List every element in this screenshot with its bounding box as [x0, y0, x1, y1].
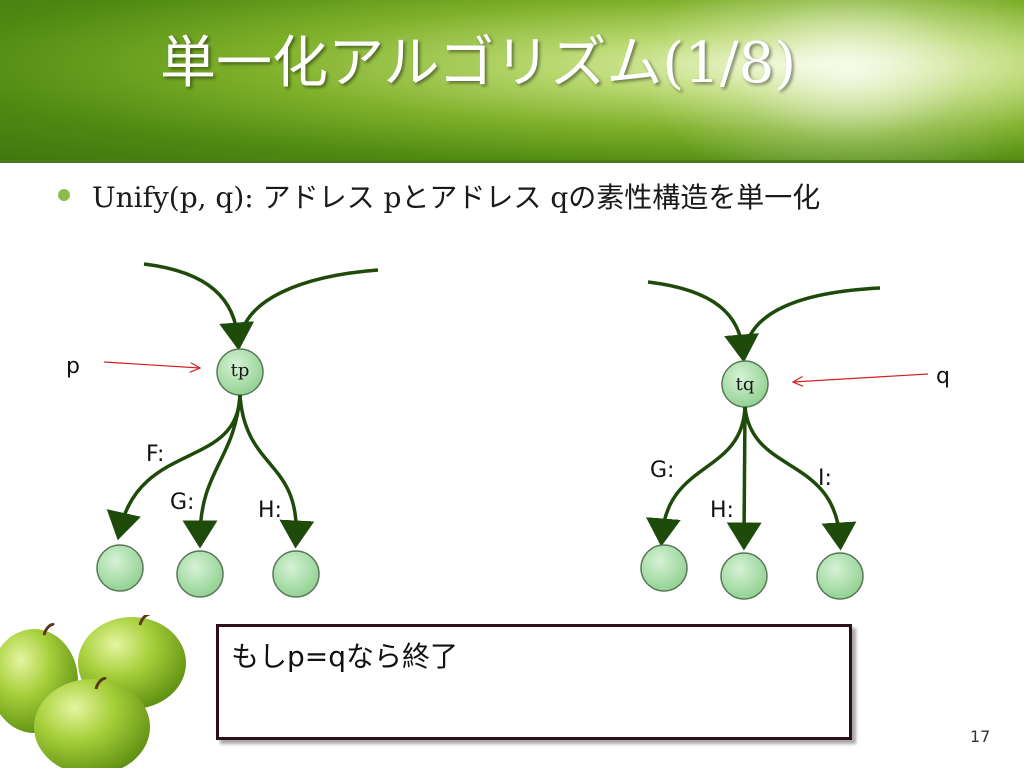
bullet-dot [58, 189, 70, 201]
left-incoming-edge-2 [238, 268, 379, 341]
left-leaf-node-1 [96, 544, 144, 592]
left-edge-g [182, 394, 242, 549]
pointer-q-label: q [936, 364, 950, 389]
left-leaf-node-2 [176, 550, 224, 598]
right-leaf-node-2 [720, 552, 768, 600]
note-text: もしp=qなら終了 [231, 640, 459, 673]
right-edge-h-label: H: [710, 498, 734, 523]
right-leaf-node-1 [640, 544, 688, 592]
right-edge-g-label: G: [650, 458, 675, 483]
right-incoming-edge-1 [647, 280, 760, 363]
right-root-node-label: tq [735, 374, 755, 395]
page-number: 17 [970, 727, 991, 746]
right-incoming-edge-2 [743, 286, 881, 353]
left-edge-h-label: H: [258, 498, 282, 523]
apple-stem-1 [138, 615, 150, 626]
left-edge-g-label: G: [170, 490, 195, 515]
apple-stem-3 [42, 623, 56, 636]
right-edge-g [645, 406, 747, 547]
left-incoming-edge-1 [143, 262, 255, 351]
pointer-p-label: p [66, 354, 80, 379]
apple-stem-2 [94, 677, 108, 690]
right-edge-i [743, 406, 857, 551]
slide-title: 単一化アルゴリズム(1/8) [160, 31, 797, 96]
left-root-node-label: tp [230, 360, 250, 381]
left-edge-h [238, 394, 315, 549]
right-edge-i-label: I: [818, 466, 832, 491]
left-leaf-node-3 [272, 550, 320, 598]
apples-illustration [0, 615, 186, 768]
right-edge-h [726, 406, 762, 551]
banner-glow [640, 0, 1024, 162]
pointer-p-arrow [103, 361, 200, 368]
right-leaf-node-3 [816, 552, 864, 600]
left-edge-f-label: F: [146, 442, 165, 467]
apple-front [34, 679, 150, 768]
note-box: もしp=qなら終了 [216, 624, 852, 740]
banner-underline [0, 160, 1024, 163]
pointer-q-arrow [793, 373, 929, 382]
bullet-text: Unify(p, q): アドレス pとアドレス qの素性構造を単一化 [92, 181, 821, 214]
title-banner [0, 0, 1024, 162]
